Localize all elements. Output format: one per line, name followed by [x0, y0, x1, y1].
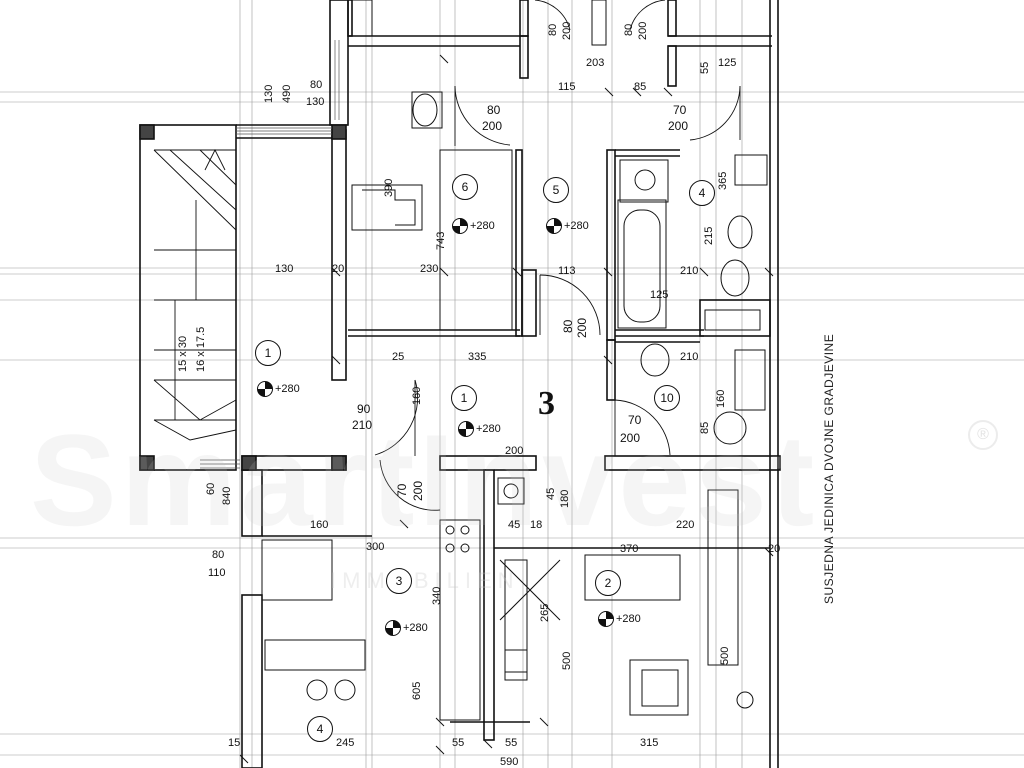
dim-ticks	[239, 54, 774, 764]
walls	[139, 0, 781, 768]
stair-treads	[153, 148, 237, 441]
railing-hatch	[200, 40, 340, 469]
fixtures	[261, 0, 768, 721]
door-swings	[374, 0, 741, 511]
